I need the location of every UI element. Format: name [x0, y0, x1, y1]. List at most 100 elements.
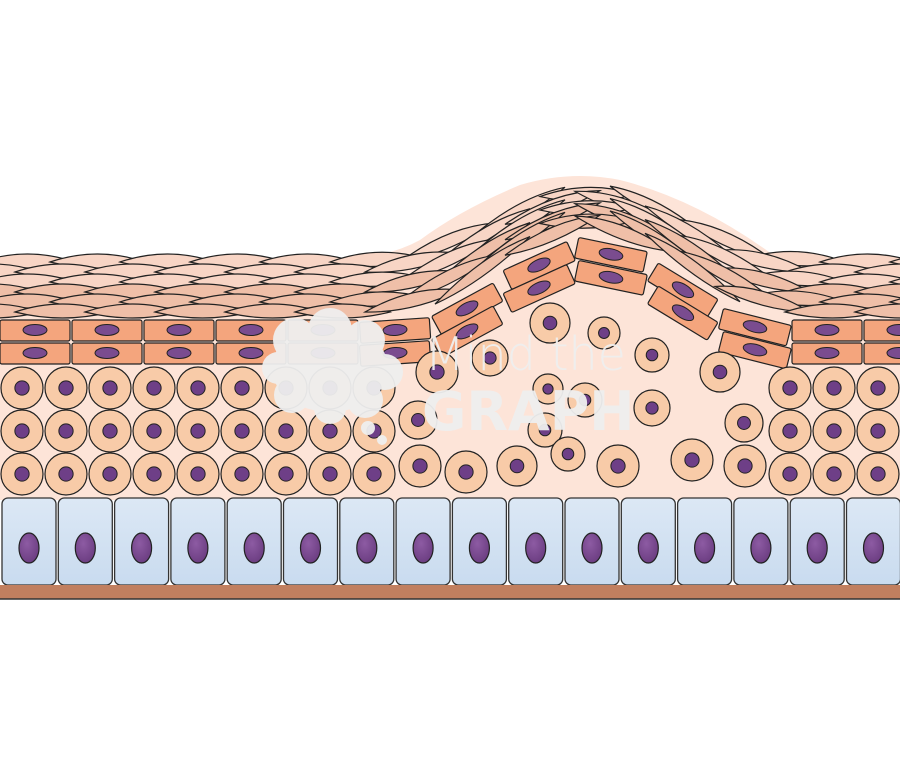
basal-cell — [620, 497, 676, 586]
round-cell — [768, 452, 812, 496]
basal-cell — [564, 497, 620, 586]
round-cell — [264, 409, 308, 453]
round-cell — [415, 350, 459, 394]
round-cell — [220, 366, 264, 410]
round-cell — [88, 366, 132, 410]
basal-cell — [113, 497, 170, 586]
round-cell — [220, 452, 264, 496]
watermark-line1: Mind the — [425, 327, 626, 381]
brain-logo-icon — [262, 308, 403, 445]
round-cell — [532, 373, 564, 405]
round-cell — [132, 409, 176, 453]
round-cell — [812, 366, 856, 410]
round-cell — [633, 389, 671, 427]
round-cell — [596, 444, 640, 488]
round-cell — [44, 452, 88, 496]
basal-cell — [451, 497, 508, 586]
round-cell — [699, 351, 741, 393]
round-cell — [768, 409, 812, 453]
basal-cell — [845, 497, 900, 586]
flattened-cell — [71, 319, 143, 342]
round-cell — [856, 366, 900, 410]
round-cell — [0, 409, 44, 453]
round-cell — [308, 452, 352, 496]
basal-cell — [508, 497, 564, 586]
squamous-cell — [887, 278, 900, 285]
round-cell — [88, 409, 132, 453]
basal-cell — [339, 497, 395, 586]
round-cell — [812, 452, 856, 496]
flattened-cell — [647, 263, 718, 318]
basal-cell — [282, 497, 339, 586]
round-cell — [550, 436, 586, 472]
basal-cell — [733, 497, 789, 586]
basal-cell — [226, 497, 282, 586]
round-cell — [567, 382, 603, 418]
flattened-cell — [143, 342, 215, 365]
squamous-layer — [0, 185, 900, 319]
squamous-cell — [504, 214, 603, 256]
flattened-cell — [71, 342, 143, 365]
flattened-cell — [0, 342, 71, 365]
basal-cell — [676, 497, 733, 586]
round-cell — [768, 366, 812, 410]
round-cell — [471, 339, 509, 377]
round-cell — [812, 409, 856, 453]
round-cell — [723, 444, 767, 488]
round-cell — [527, 412, 563, 448]
round-cell — [176, 452, 220, 496]
round-cell — [88, 452, 132, 496]
round-cell — [587, 316, 621, 350]
flattened-cell — [718, 331, 792, 370]
round-cell-layer — [0, 302, 900, 496]
round-cell — [264, 452, 308, 496]
round-cell — [529, 302, 571, 344]
round-cell — [856, 409, 900, 453]
round-cell — [0, 366, 44, 410]
flattened-cell — [431, 305, 503, 358]
squamous-cell — [434, 236, 531, 305]
round-cell — [44, 366, 88, 410]
round-cell — [670, 438, 714, 482]
flattened-cell — [574, 260, 648, 296]
flattened-cell — [791, 342, 863, 365]
basal-cell — [57, 497, 113, 586]
round-cell — [176, 409, 220, 453]
squamous-cell — [887, 258, 900, 265]
flattened-cell — [863, 319, 900, 342]
flattened-cell-layer — [0, 237, 900, 370]
basal-cell — [789, 497, 845, 586]
round-cell — [132, 452, 176, 496]
round-cell — [444, 450, 488, 494]
round-cell — [856, 452, 900, 496]
flattened-cell — [574, 237, 648, 273]
squamous-cell — [644, 232, 741, 303]
round-cell — [398, 400, 438, 440]
round-cell — [44, 409, 88, 453]
basal-cell-layer — [1, 497, 900, 586]
flattened-cell — [0, 319, 71, 342]
basal-cell — [395, 497, 451, 586]
round-cell — [132, 366, 176, 410]
squamous-cell — [887, 298, 900, 305]
basal-cell — [170, 497, 226, 586]
round-cell — [0, 452, 44, 496]
round-cell — [398, 444, 442, 488]
basement-membrane — [0, 585, 900, 599]
flattened-cell — [863, 342, 900, 365]
round-cell — [724, 403, 764, 443]
flattened-cell — [791, 319, 863, 342]
flattened-cell — [718, 308, 792, 347]
round-cell — [634, 337, 670, 373]
basal-cell — [1, 497, 57, 586]
flattened-cell — [503, 264, 576, 313]
round-cell — [220, 409, 264, 453]
flattened-cell — [647, 286, 718, 341]
round-cell — [176, 366, 220, 410]
round-cell — [496, 445, 538, 487]
squamous-cell — [852, 303, 900, 319]
watermark: Mind the GRAPH — [262, 308, 634, 445]
round-cell — [352, 452, 396, 496]
flattened-cell — [143, 319, 215, 342]
